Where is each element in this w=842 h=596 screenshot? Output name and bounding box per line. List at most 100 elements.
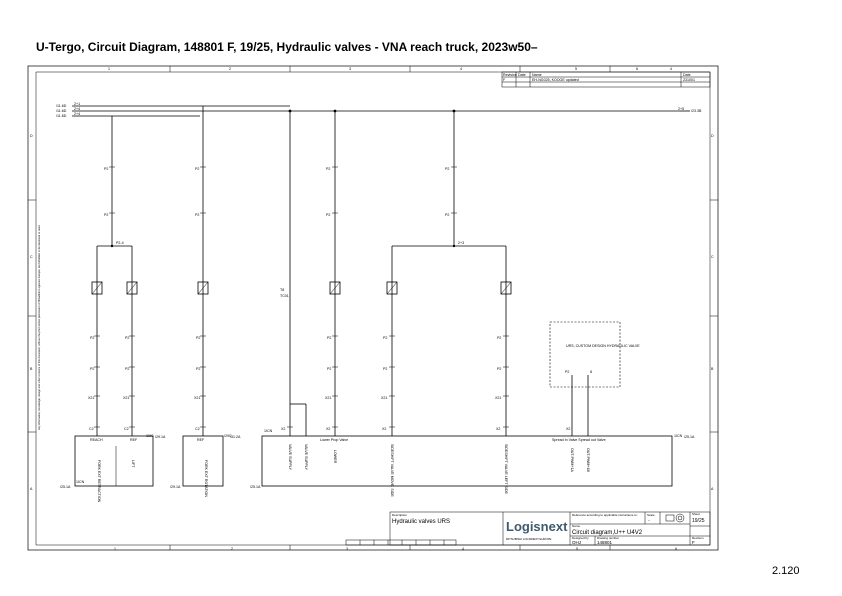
svg-text:LOWER: LOWER <box>333 450 337 464</box>
row-label: D <box>30 134 33 138</box>
svg-text:X21: X21 <box>495 396 501 400</box>
svg-text:/29.1A: /29.1A <box>155 435 166 439</box>
svg-text:C2: C2 <box>89 427 94 431</box>
svg-text:Reference according to applica: Reference according to applicable instru… <box>572 513 638 517</box>
svg-text:Circuit diagram,U++ U4V2: Circuit diagram,U++ U4V2 <box>572 530 643 536</box>
svg-text:P2: P2 <box>497 336 501 340</box>
svg-text:/31.2A: /31.2A <box>230 435 241 439</box>
svg-text:P2: P2 <box>327 336 331 340</box>
svg-text:Revision: Revision <box>692 536 704 540</box>
svg-text:2+4: 2+4 <box>74 112 80 116</box>
svg-text:Spread In Valve Spread out V: Spread In Valve Spread out Valve <box>552 438 606 442</box>
module-boxes: REACH REF REF /29C /29.1A /29C /31.2A 1I… <box>60 429 695 503</box>
svg-text:EH-NG025, KOOOE updated: EH-NG025, KOOOE updated <box>532 78 579 82</box>
row-label: A <box>30 487 33 491</box>
svg-text:/23.3B: /23.3B <box>691 109 702 113</box>
svg-text:LIFT: LIFT <box>131 460 135 468</box>
svg-text:Sheet: Sheet <box>692 512 700 516</box>
supply-rails: /11.6D /11.6D /11.6D 2+1 2+4 2+4 2+5 /23… <box>56 102 702 118</box>
col-label-bottom: 6 <box>675 547 677 551</box>
margin-note: Any information, knowledge, design and o… <box>37 224 41 430</box>
valve-coils: T8 TC01 <box>91 281 512 298</box>
svg-text:Scale: Scale <box>647 513 655 517</box>
svg-text:2+4: 2+4 <box>74 107 80 111</box>
revision-table: Revision Date Name Date F EH-NG025, KOOO… <box>501 71 711 88</box>
svg-text:X21: X21 <box>88 396 94 400</box>
svg-text:/29.1A: /29.1A <box>170 485 181 489</box>
svg-text:VALVE SUPPLY: VALVE SUPPLY <box>304 444 308 471</box>
svg-text:P2: P2 <box>90 367 94 371</box>
svg-text:/25.1A: /25.1A <box>60 485 71 489</box>
svg-text:X2: X2 <box>566 427 570 431</box>
svg-text:Date: Date <box>518 73 526 77</box>
svg-text:P2: P2 <box>327 367 331 371</box>
svg-text:X2: X2 <box>326 427 330 431</box>
svg-text:P2: P2 <box>196 367 200 371</box>
svg-text:2+1: 2+1 <box>74 102 80 106</box>
logisnext-logo: Logisnext <box>506 519 568 534</box>
svg-text:F: F <box>503 78 506 82</box>
svg-text:TC01: TC01 <box>280 294 289 298</box>
svg-text:SIDESHIFT VALVE LEFT SIDE: SIDESHIFT VALVE LEFT SIDE <box>504 444 508 494</box>
document-title: U-Tergo, Circuit Diagram, 148801 F, 19/2… <box>36 40 538 54</box>
col-label-bottom: 4 <box>462 547 464 551</box>
svg-text:FORK EXT ROTATION: FORK EXT ROTATION <box>204 460 208 497</box>
svg-text:/25.1A: /25.1A <box>684 435 695 439</box>
col-label-top: 2 <box>229 67 231 71</box>
svg-text:Name: Name <box>532 73 542 77</box>
col-label-top: 5 <box>575 67 577 71</box>
projection-icon <box>675 513 685 523</box>
svg-text:P2: P2 <box>90 336 94 340</box>
svg-text:Date: Date <box>683 73 691 77</box>
svg-text:X21: X21 <box>381 396 387 400</box>
svg-text:19/25: 19/25 <box>692 518 705 524</box>
col-label-top: 3 <box>349 67 351 71</box>
svg-text:P2: P2 <box>125 367 129 371</box>
row-label: D <box>711 134 714 138</box>
circuit-branches <box>96 106 507 436</box>
svg-text:FORK EXT RETRACTION: FORK EXT RETRACTION <box>97 460 101 503</box>
svg-text:P2: P2 <box>195 167 199 171</box>
svg-text:P2: P2 <box>196 336 200 340</box>
svg-text:P2: P2 <box>383 367 387 371</box>
svg-text:1ICN: 1ICN <box>674 434 683 438</box>
svg-text:Description: Description <box>392 513 407 517</box>
col-label-top: 6 <box>636 67 638 71</box>
svg-text:P2: P2 <box>104 213 108 217</box>
svg-text:Revision: Revision <box>503 73 517 77</box>
svg-text:REACH: REACH <box>90 438 103 442</box>
svg-text:1ICN: 1ICN <box>264 429 273 433</box>
svg-text:X2: X2 <box>382 427 386 431</box>
svg-text:~: ~ <box>648 519 650 523</box>
row-label: B <box>711 367 714 371</box>
svg-text:P2: P2 <box>125 336 129 340</box>
svg-text:/11.6D: /11.6D <box>56 109 67 113</box>
drawing-frame <box>27 65 719 551</box>
svg-text:/29C: /29C <box>224 434 232 438</box>
row-label: A <box>711 487 714 491</box>
svg-text:P2: P2 <box>565 370 569 374</box>
svg-text:Name: Name <box>572 524 580 528</box>
svg-text:P2: P2 <box>445 213 449 217</box>
svg-text:VALVE SUPPLY: VALVE SUPPLY <box>288 444 292 471</box>
svg-text:C2: C2 <box>124 427 129 431</box>
svg-text:X2: X2 <box>281 427 285 431</box>
row-label: C <box>30 255 33 259</box>
svg-text:P2-4: P2-4 <box>116 241 124 245</box>
svg-text:OHJ: OHJ <box>572 540 581 545</box>
svg-text:X21: X21 <box>325 396 331 400</box>
svg-text:X21: X21 <box>123 396 129 400</box>
col-label-bottom: 5 <box>576 547 578 551</box>
svg-text:F: F <box>692 540 695 545</box>
row-label: B <box>30 367 33 371</box>
svg-text:/11.6D: /11.6D <box>56 114 67 118</box>
row-label: C <box>711 255 714 259</box>
svg-text:P2: P2 <box>497 367 501 371</box>
column-ticks <box>28 66 718 550</box>
svg-text:OUT-PWM+1B: OUT-PWM+1B <box>586 448 590 472</box>
svg-text:Designed by: Designed by <box>572 536 589 540</box>
svg-text:X21: X21 <box>194 396 200 400</box>
svg-text:P2: P2 <box>326 167 330 171</box>
svg-text:231001: 231001 <box>683 78 695 82</box>
